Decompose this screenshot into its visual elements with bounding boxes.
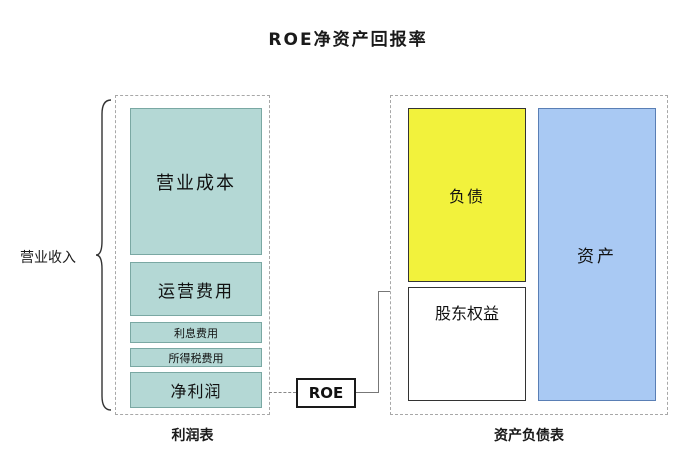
- connector-vertical: [378, 291, 379, 393]
- liabilities-label: 负债: [448, 187, 485, 206]
- connector-netprofit-roe: [269, 392, 296, 393]
- roe-label: ROE: [308, 384, 344, 402]
- income-statement-group: [115, 95, 270, 415]
- operating-expense-label: 运营费用: [158, 281, 234, 302]
- operating-expense-box: 运营费用: [130, 262, 262, 316]
- balance-sheet-group: [390, 95, 668, 415]
- diagram-title: ROE净资产回报率: [268, 30, 428, 50]
- revenue-label: 营业收入: [20, 250, 76, 266]
- income-tax-expense-label: 所得税费用: [168, 351, 224, 365]
- operating-cost-box: 营业成本: [130, 108, 262, 255]
- interest-expense-label: 利息费用: [174, 326, 218, 340]
- net-profit-box: 净利润: [130, 372, 262, 408]
- equity-box: 股东权益: [408, 287, 526, 401]
- interest-expense-box: 利息费用: [130, 322, 262, 343]
- curly-brace-icon: [95, 99, 112, 411]
- roe-box: ROE: [296, 378, 356, 408]
- income-statement-caption: 利润表: [171, 428, 214, 444]
- connector-roe-right: [356, 392, 379, 393]
- connector-into-balance-sheet: [378, 291, 390, 292]
- net-profit-label: 净利润: [170, 382, 222, 401]
- assets-box: 资产: [538, 108, 656, 401]
- assets-label: 资产: [577, 247, 617, 267]
- liabilities-box: 负债: [408, 108, 526, 282]
- income-tax-expense-box: 所得税费用: [130, 348, 262, 367]
- equity-label: 股东权益: [434, 304, 499, 323]
- balance-sheet-caption: 资产负债表: [494, 428, 564, 444]
- operating-cost-label: 营业成本: [156, 172, 236, 194]
